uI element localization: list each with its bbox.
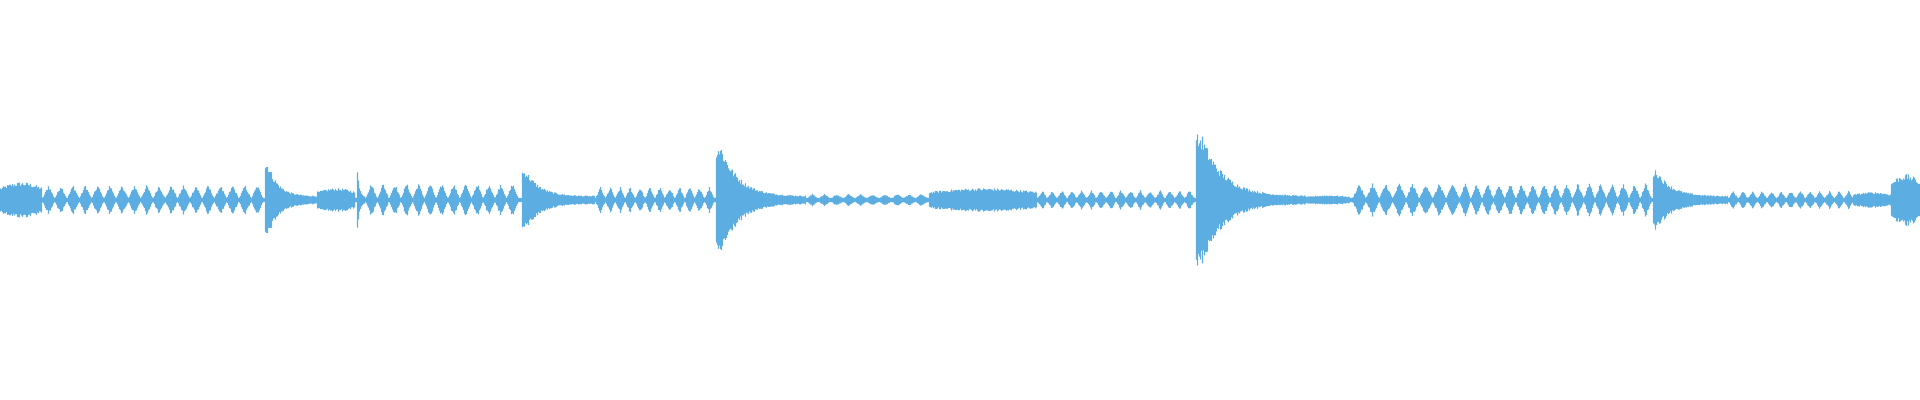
waveform-graphic — [0, 134, 1920, 266]
